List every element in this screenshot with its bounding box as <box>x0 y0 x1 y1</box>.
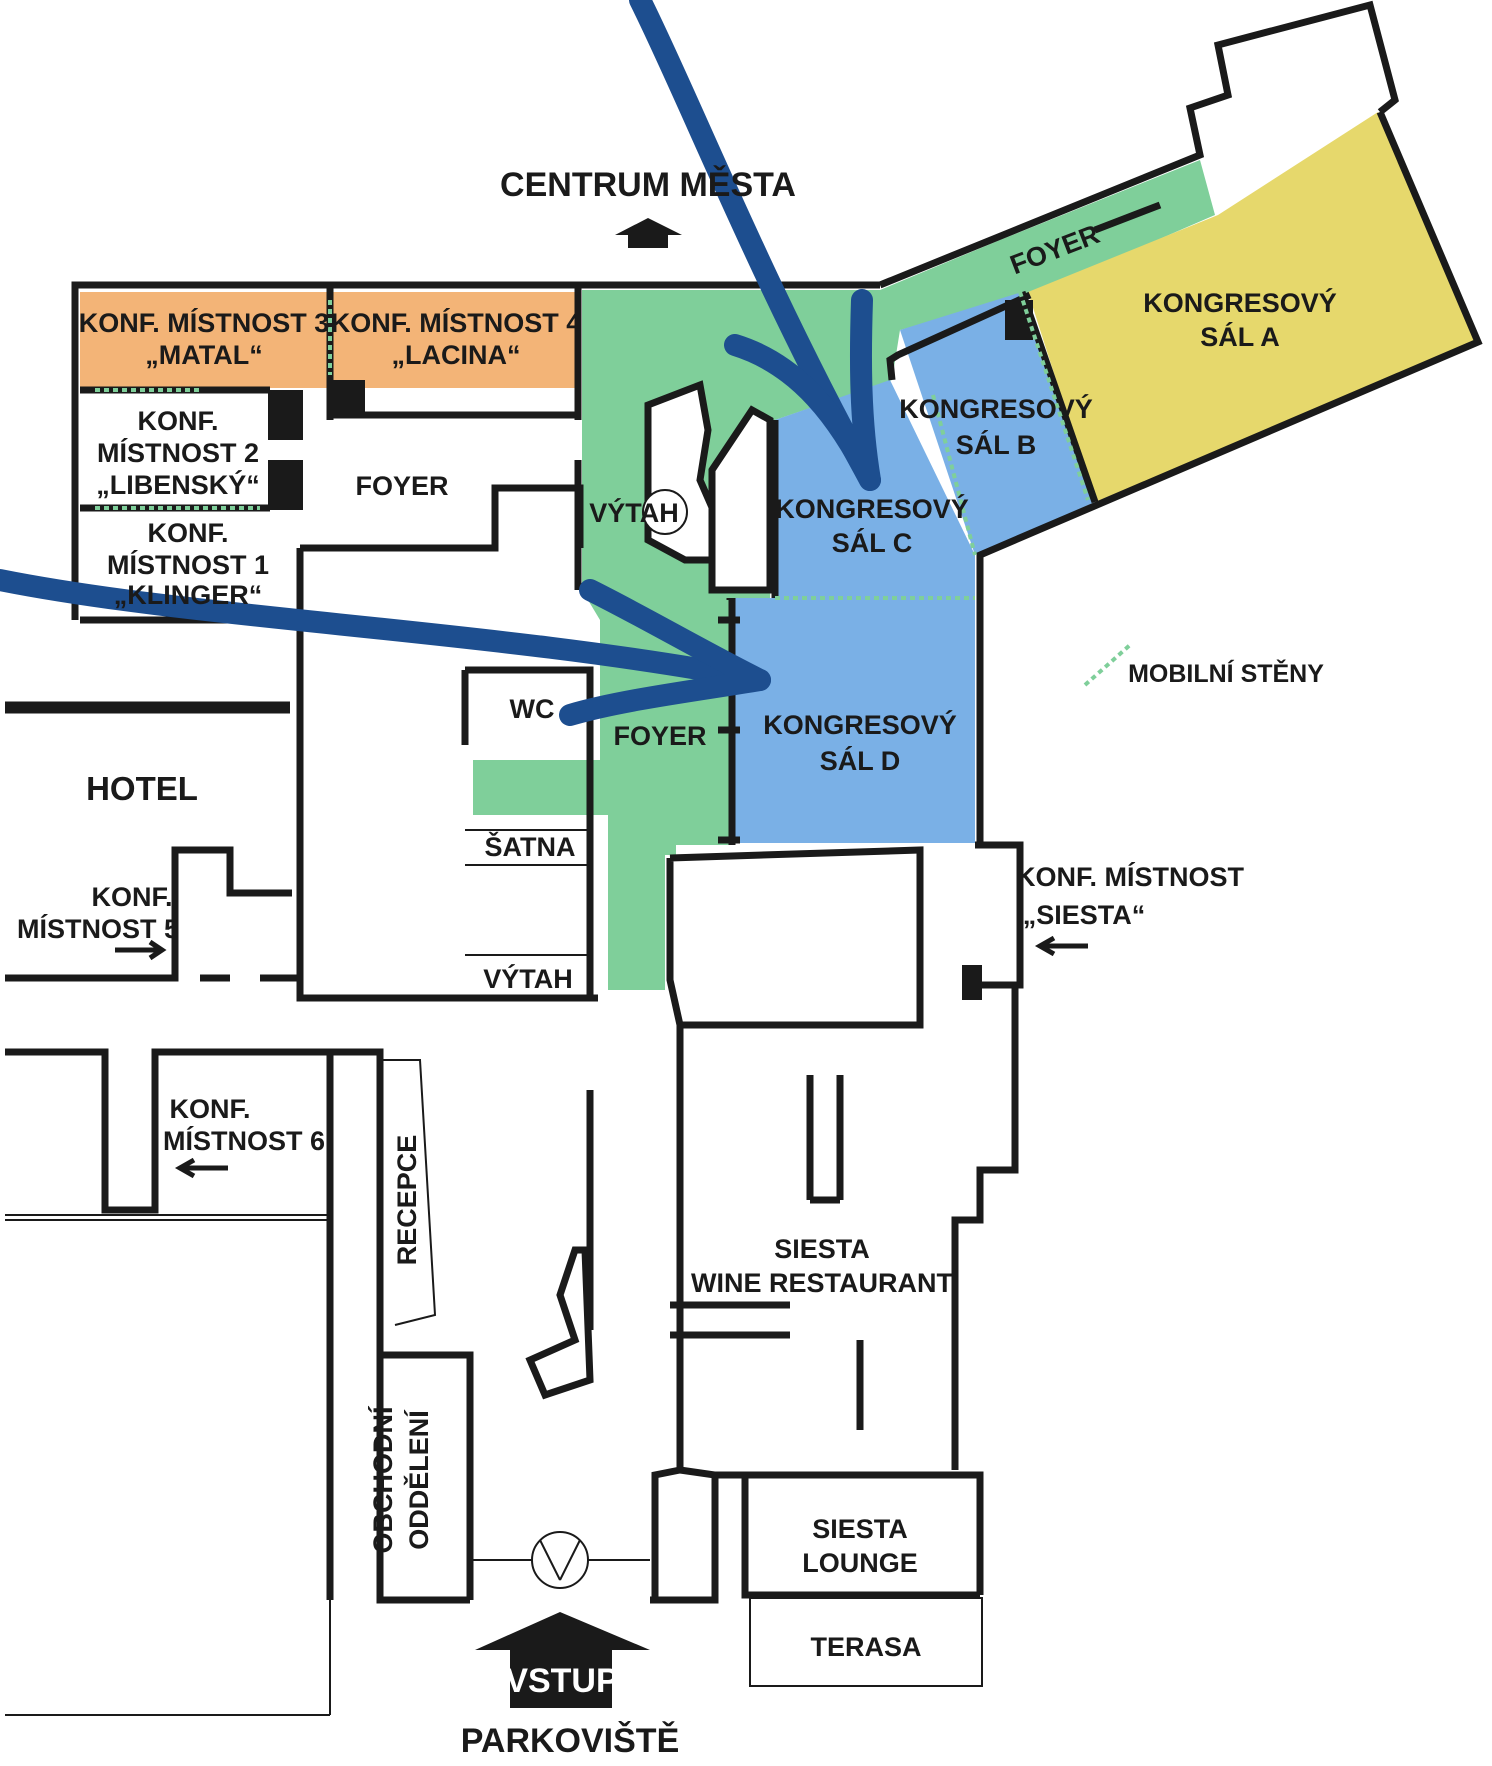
terasa-label: TERASA <box>810 1632 921 1662</box>
room6-arrow-icon <box>174 1157 228 1179</box>
room4-label-1: KONF. MÍSTNOST 4 <box>331 307 582 338</box>
lounge-label-2: LOUNGE <box>802 1548 918 1578</box>
annotation-arrows <box>0 0 881 726</box>
arrow-to-hall-c-head <box>724 289 881 491</box>
room6-label-1: KONF. <box>170 1094 251 1124</box>
direction-arrows <box>115 218 1088 1708</box>
restaurant-label-2: WINE RESTAURANT <box>691 1268 953 1298</box>
centrum-label: CENTRUM MĚSTA <box>500 166 796 204</box>
vytah-top-label: VÝTAH <box>589 497 679 528</box>
room1-label-3: „KLINGER“ <box>114 580 263 610</box>
room5-label-2: MÍSTNOST 5 <box>17 913 179 944</box>
hall-d-fill <box>732 598 975 843</box>
foyer-mid-label: FOYER <box>613 721 706 751</box>
lounge-label-1: SIESTA <box>812 1514 908 1544</box>
walls <box>5 0 1483 1716</box>
hotel-label: HOTEL <box>86 770 198 807</box>
hall-c-label-2: SÁL C <box>832 527 913 558</box>
room3-label-2: „MATAL“ <box>145 340 262 370</box>
arrow-to-hall-d-head <box>559 579 771 726</box>
hall-d-label-2: SÁL D <box>820 745 901 776</box>
siesta-room-label-1: KONF. MÍSTNOST <box>1016 861 1245 892</box>
mobile-walls-legend-icon <box>1083 643 1132 687</box>
hall-b-label-2: SÁL B <box>956 429 1037 460</box>
hall-b-label-1: KONGRESOVÝ <box>899 393 1093 424</box>
siesta-room-arrow-icon <box>1034 935 1088 957</box>
room1-label-2: MÍSTNOST 1 <box>107 549 269 580</box>
restaurant-label-1: SIESTA <box>774 1234 870 1264</box>
foyer-left-label: FOYER <box>355 471 448 501</box>
hall-b-fill <box>900 292 1095 555</box>
hall-a-label-1: KONGRESOVÝ <box>1143 287 1337 318</box>
labels: CENTRUM MĚSTA KONF. MÍSTNOST 3 „MATAL“ K… <box>17 166 1337 1760</box>
vstup-label: VSTUP <box>505 1662 618 1700</box>
recepce-label: RECEPCE <box>392 1135 422 1266</box>
centrum-arrow-icon <box>615 218 682 248</box>
hall-a-fill <box>1028 112 1478 502</box>
hall-a-label-2: SÁL A <box>1200 321 1280 352</box>
room2-label-2: MÍSTNOST 2 <box>97 437 259 468</box>
siesta-room-label-2: „SIESTA“ <box>1023 900 1146 930</box>
arrow-to-hall-d <box>0 569 771 691</box>
hall-d-label-1: KONGRESOVÝ <box>763 709 957 740</box>
vytah-bottom-label: VÝTAH <box>483 963 573 994</box>
room-4-fill <box>333 292 578 388</box>
obchodni-label-1: OBCHODNÍ <box>367 1405 398 1553</box>
satna-label: ŠATNA <box>485 831 576 862</box>
room6-label-2: MÍSTNOST 6 <box>163 1125 325 1156</box>
room4-label-2: „LACINA“ <box>392 340 521 370</box>
vstup-arrow-icon <box>475 1612 650 1708</box>
mobile-walls-label: MOBILNÍ STĚNY <box>1128 658 1324 688</box>
room5-arrow-icon <box>115 939 167 961</box>
room-3-fill <box>80 292 328 388</box>
mobile-walls <box>95 291 1132 687</box>
room3-label-1: KONF. MÍSTNOST 3 <box>79 307 330 338</box>
wc-label: WC <box>510 694 555 724</box>
room1-label-1: KONF. <box>148 518 229 548</box>
hall-c-label-1: KONGRESOVÝ <box>775 493 969 524</box>
parkoviste-label: PARKOVIŠTĚ <box>461 1721 680 1760</box>
green-foyer-fill <box>473 160 1215 990</box>
room2-label-1: KONF. <box>138 406 219 436</box>
obchodni-label-2: ODDĚLENÍ <box>403 1409 434 1550</box>
room2-label-3: „LIBENSKÝ“ <box>96 469 260 500</box>
room5-label-1: KONF. <box>92 882 173 912</box>
room-fills <box>80 112 1478 990</box>
